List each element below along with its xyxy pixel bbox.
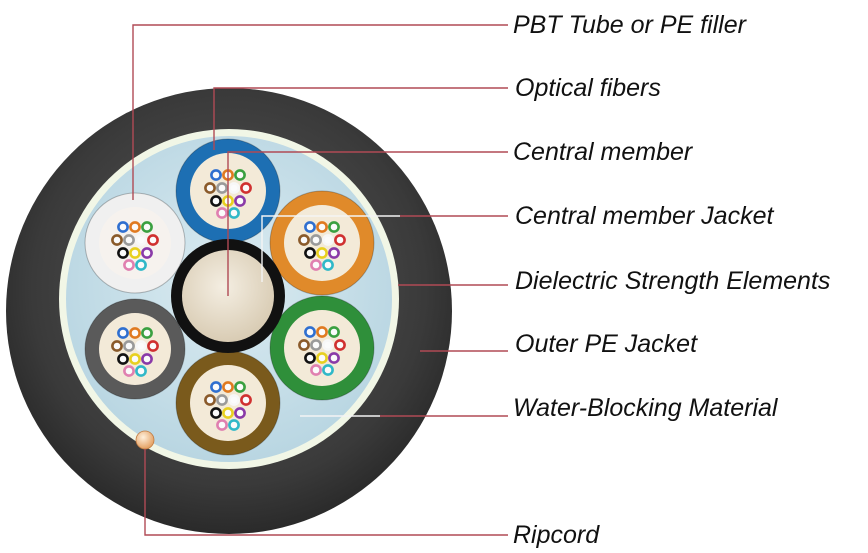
fiber (135, 340, 147, 352)
fiber (304, 326, 316, 338)
tube-orange (269, 190, 375, 296)
label-outer-jacket: Outer PE Jacket (515, 330, 698, 358)
fiber (328, 326, 340, 338)
optical-fibers (111, 169, 346, 431)
fiber (141, 221, 153, 233)
fiber (334, 339, 346, 351)
fiber (228, 394, 240, 406)
fiber (117, 221, 129, 233)
fiber (228, 182, 240, 194)
fiber (123, 234, 135, 246)
fiber (304, 221, 316, 233)
fiber (129, 353, 141, 365)
label-dielectric-strength: Dielectric Strength Elements (515, 267, 830, 295)
fiber (322, 339, 334, 351)
fiber (240, 182, 252, 194)
fiber (228, 419, 240, 431)
tube-brown (175, 350, 281, 456)
label-ripcord: Ripcord (513, 521, 600, 549)
fiber (123, 365, 135, 377)
leader-pbt-tube (132, 24, 508, 200)
fiber (129, 247, 141, 259)
fiber (240, 394, 252, 406)
fiber (334, 234, 346, 246)
leader-optical-fibers (213, 87, 508, 150)
fiber (234, 407, 246, 419)
fiber (298, 339, 310, 351)
fiber (310, 339, 322, 351)
label-pbt-tube: PBT Tube or PE filler (513, 11, 748, 39)
fiber (117, 327, 129, 339)
fiber (111, 234, 123, 246)
ripcord (135, 430, 155, 450)
fiber (316, 221, 328, 233)
label-central-member-jacket: Central member Jacket (515, 202, 774, 230)
fiber (322, 234, 334, 246)
fiber (123, 340, 135, 352)
fiber (141, 353, 153, 365)
fiber (123, 259, 135, 271)
fiber (129, 221, 141, 233)
fiber (234, 381, 246, 393)
fiber (117, 247, 129, 259)
fiber (322, 364, 334, 376)
fiber (304, 247, 316, 259)
fiber (141, 247, 153, 259)
tube-green (269, 295, 375, 401)
fiber (316, 352, 328, 364)
label-central-member: Central member (513, 138, 694, 166)
fiber (234, 195, 246, 207)
fiber (216, 207, 228, 219)
fiber (210, 169, 222, 181)
leader-central-member (227, 151, 508, 296)
fiber (210, 195, 222, 207)
fiber (135, 259, 147, 271)
tube-gray (84, 298, 186, 400)
fiber (328, 221, 340, 233)
leader-central-member-jacket (261, 215, 400, 282)
fiber (316, 247, 328, 259)
fiber (234, 169, 246, 181)
fiber (210, 407, 222, 419)
fiber (117, 353, 129, 365)
fiber (111, 340, 123, 352)
fiber (204, 394, 216, 406)
fiber (147, 234, 159, 246)
fiber (328, 247, 340, 259)
fiber (216, 182, 228, 194)
fiber (135, 234, 147, 246)
fiber (222, 407, 234, 419)
label-water-blocking: Water-Blocking Material (513, 394, 779, 422)
fiber (141, 327, 153, 339)
fiber (310, 259, 322, 271)
fiber (316, 326, 328, 338)
fiber (222, 381, 234, 393)
label-optical-fibers: Optical fibers (515, 74, 661, 102)
fiber (135, 365, 147, 377)
fiber (304, 352, 316, 364)
fiber (129, 327, 141, 339)
fiber (310, 364, 322, 376)
fiber (216, 394, 228, 406)
fiber (298, 234, 310, 246)
tube-pbt-white (84, 192, 186, 294)
fiber (216, 419, 228, 431)
fiber (328, 352, 340, 364)
fiber (204, 182, 216, 194)
fiber (210, 381, 222, 393)
fiber (322, 259, 334, 271)
leader-ripcord (144, 449, 508, 536)
fiber (147, 340, 159, 352)
fiber (310, 234, 322, 246)
fiber (228, 207, 240, 219)
